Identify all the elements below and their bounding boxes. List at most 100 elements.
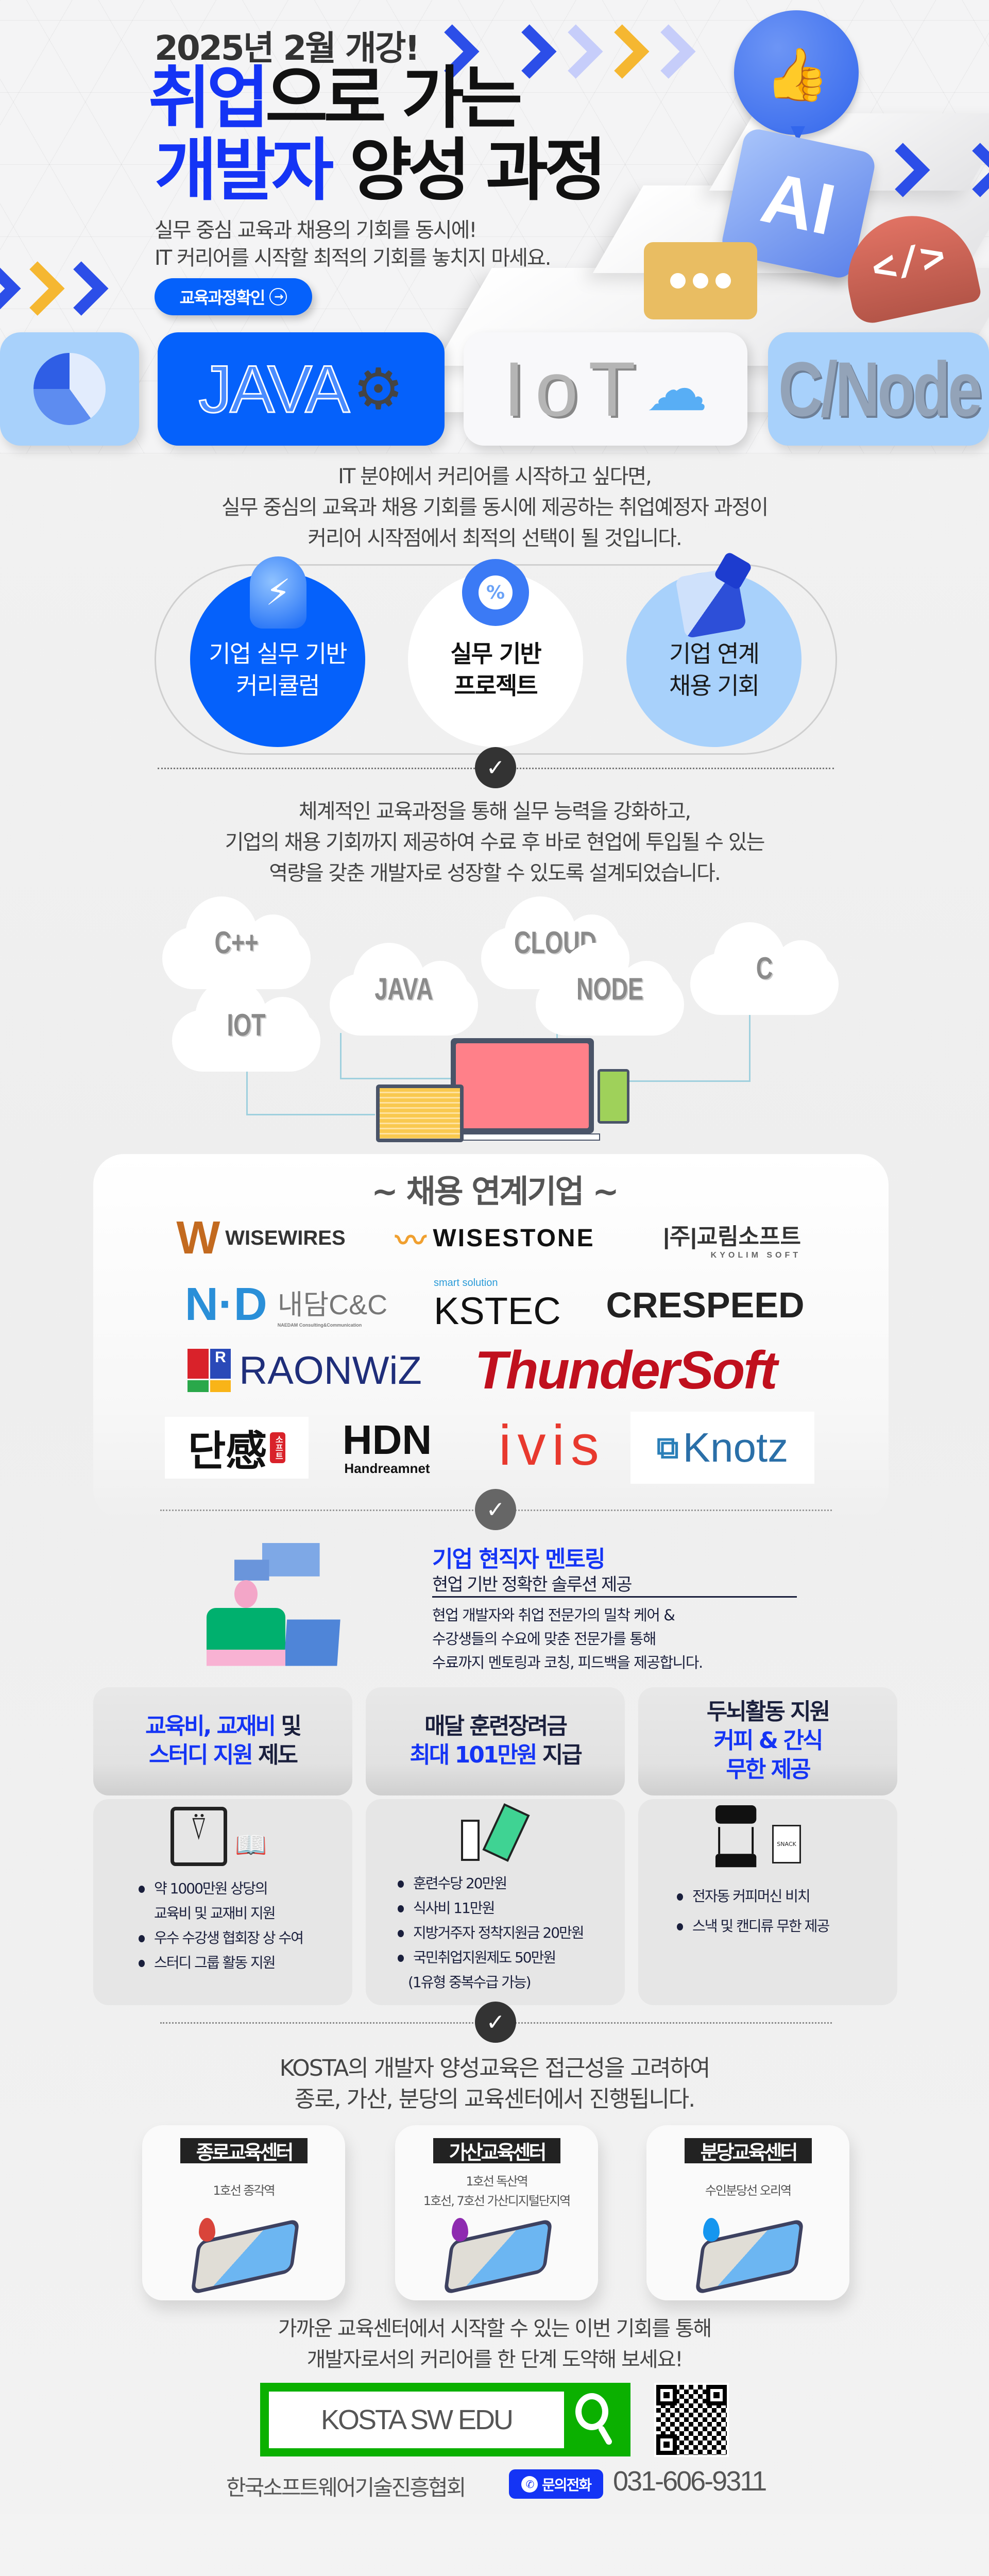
chevron-arrows-icon (895, 143, 989, 197)
logo-text: Knotz (683, 1425, 789, 1470)
coffee-machine-icon (715, 1805, 757, 1868)
benefit-bullets: 약 1000만원 상당의 교육비 및 교재비 지원 우수 수강생 협회장 상 수… (139, 1876, 304, 1975)
center-card-jongno[interactable]: 종로교육센터 1호선 종각역 (142, 2125, 345, 2300)
tech-label: JAVA (198, 351, 351, 428)
pie-chart-icon (33, 353, 106, 425)
mentoring-line: 수료까지 멘토링과 코칭, 피드백을 제공합니다. (432, 1654, 703, 1671)
benefit-card-allowance: 매달 훈련장려금 최대 101만원 지급 (366, 1687, 625, 1795)
logo-subtext: 소프트 (270, 1432, 286, 1463)
title-text: 두뇌활동 지원 (706, 1699, 830, 1725)
bullet-item: 약 1000만원 상당의 (139, 1876, 303, 1901)
connector-line (340, 1033, 458, 1079)
hero-banner: 2025년 2월 개강! 취업으로 가는 개발자 양성 과정 실무 중심 교육과… (0, 0, 989, 453)
intro-line: 실무 중심의 교육과 채용 기회를 동시에 제공하는 취업예정자 과정이 (221, 496, 769, 519)
view-course-button[interactable]: 교육과정확인 → (155, 278, 312, 315)
open-date: 2025년 2월 개강! (155, 28, 420, 68)
benefit-title: 매달 훈련장려금 최대 101만원 지급 (366, 1712, 625, 1770)
title-text: 으로 가는 (265, 59, 523, 138)
bullet-item: 스낵 및 캔디류 무한 제공 (677, 1914, 830, 1939)
laptop-base (443, 1133, 600, 1141)
logo-text: WISESTONE (433, 1224, 595, 1252)
benefit-bullets: 훈련수당 20만원 식사비 11만원 지방거주자 정착지원금 20만원 국민취업… (398, 1871, 585, 1995)
title-highlight: 취업 (148, 59, 269, 138)
benefit-title: 교육비, 교재비 및 스터디 지원 제도 (93, 1712, 352, 1770)
title-text: 제도 (251, 1742, 298, 1768)
bullet-item: 국민취업지원제도 50만원 (398, 1945, 584, 1970)
cta-label: 교육과정확인 (179, 288, 266, 308)
bullet-item: 우수 수강생 협회장 상 수여 (139, 1926, 304, 1951)
logo-kyolim: |주|교림소프트 KYOLIM SOFT (644, 1211, 801, 1267)
intro-line: 커리어 시작점에서 최적의 선택이 될 것입니다. (308, 527, 683, 550)
tech-card-java: JAVA ⚙ (158, 332, 445, 446)
cloud-label: C++ (214, 925, 259, 960)
map-pin-icon (703, 2218, 720, 2242)
book-icon: 📖 (235, 1830, 267, 1860)
chevron-arrows-icon (0, 261, 109, 316)
logo-text: R (210, 1349, 231, 1379)
partners-title: ~ 채용 연계기업 ~ (371, 1173, 619, 1210)
raonwiz-squares-icon: R (187, 1349, 231, 1392)
closing-line: 개발자로서의 커리어를 한 단계 도약해 보세요! (306, 2348, 684, 2371)
logo-text: WISEWIRES (225, 1227, 346, 1249)
goal-line: 기업의 채용 기회까지 제공하여 수료 후 바로 현업에 투입될 수 있는 (225, 831, 765, 854)
search-icon[interactable] (575, 2393, 622, 2446)
map-pin-icon (199, 2218, 215, 2242)
cloud-iot: IOT (172, 979, 320, 1072)
benefit-detail-allowance: 훈련수당 20만원 식사비 11만원 지방거주자 정착지원금 20만원 국민취업… (366, 1799, 625, 2005)
bullet-item: 식사비 11만원 (398, 1896, 584, 1921)
closing-text: 가까운 교육센터에서 시작할 수 있는 이번 기회를 통해 개발자로서의 커리어… (0, 2313, 989, 2375)
banknote-icon (482, 1803, 530, 1862)
title-highlight: 개발자 (155, 131, 334, 210)
arrow-right-circle-icon: → (269, 288, 287, 306)
cloud-node: NODE (536, 943, 684, 1036)
cloud-cpp: C++ (162, 896, 311, 989)
contact-badge[interactable]: ✆ 문의전화 (509, 2469, 603, 2499)
logo-ivis: ivis (499, 1413, 605, 1477)
logo-subtext: Handreamnet (344, 1460, 430, 1476)
logo-subtext: KYOLIM SOFT (710, 1251, 801, 1260)
bullet-item: 전자동 커피머신 비치 (677, 1884, 829, 1909)
chat-bubble-icon (644, 242, 757, 319)
connector-line (598, 1015, 751, 1082)
logo-subtext: smart solution (434, 1277, 498, 1289)
centers-line: 종로, 가산, 분당의 교육센터에서 진행됩니다. (294, 2086, 696, 2112)
percent-donut-icon: % (462, 559, 529, 626)
search-box[interactable]: KOSTA SW EDU (260, 2383, 630, 2456)
center-card-bundang[interactable]: 분당교육센터 수인분당선 오리역 (646, 2125, 849, 2300)
benefit-bullets: 전자동 커피머신 비치 스낵 및 캔디류 무한 제공 (677, 1884, 830, 1939)
closing-line: 가까운 교육센터에서 시작할 수 있는 이번 기회를 통해 (278, 2317, 712, 2341)
search-input[interactable]: KOSTA SW EDU (269, 2392, 564, 2448)
lightbulb-icon: ⚡ (250, 556, 306, 629)
tech-card-iot: IoT ☁ (464, 332, 747, 446)
tablet-illustration (376, 1084, 464, 1142)
title-highlight: 커피 & 간식 (713, 1727, 824, 1754)
connector-line (246, 1069, 375, 1115)
logo-text: 내담C&C (277, 1290, 388, 1320)
qr-code[interactable] (654, 2383, 729, 2457)
goal-line: 체계적인 교육과정을 통해 실무 능력을 강화하고, (298, 800, 691, 823)
subtitle-line: 실무 중심 교육과 채용의 기회를 동시에! (155, 218, 477, 242)
thumbs-up-bubble-icon: 👍 (734, 10, 859, 155)
centers-text: KOSTA의 개발자 양성교육은 접근성을 고려하여 종로, 가산, 분당의 교… (0, 2053, 989, 2115)
bullet-item: 스터디 그룹 활동 지원 (139, 1951, 303, 1975)
logo-text: |주|교림소프트 (663, 1224, 801, 1249)
logo-thundersoft: ThunderSoft (474, 1340, 777, 1400)
logo-crespeed: CRESPEED (606, 1284, 805, 1325)
hand-money-icon (461, 1820, 480, 1861)
phone-icon: ✆ (521, 2476, 538, 2493)
logo-wisestone: 〰WISESTONE (367, 1220, 623, 1258)
bullet-item: 지방거주자 정착지원금 20만원 (398, 1921, 585, 1945)
feature-label: 커리큘럼 (236, 672, 320, 700)
mentor-illustration (207, 1543, 346, 1666)
bullet-item: 훈련수당 20만원 (398, 1871, 584, 1896)
mentoring-subtitle: 현업 기반 정확한 솔루션 제공 (432, 1574, 633, 1595)
title-text: 매달 훈련장려금 (424, 1713, 568, 1739)
station: 1호선 독산역 (466, 2174, 528, 2189)
phone-number[interactable]: 031-606-9311 (613, 2466, 767, 2497)
